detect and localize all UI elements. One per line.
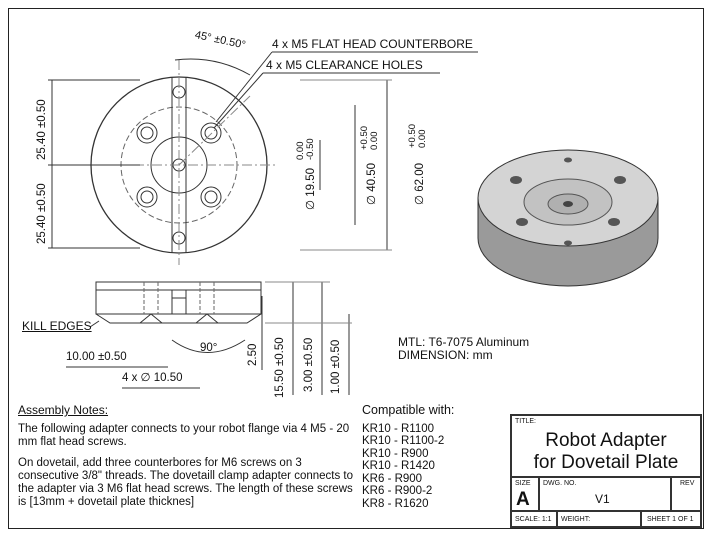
- assembly-note-2: On dovetail, add three counterbores for …: [18, 457, 354, 508]
- isometric-view: [477, 149, 659, 287]
- scale-cell: SCALE: 1:1: [511, 511, 557, 527]
- dim-1-00: 1.00 ±0.50: [330, 339, 342, 394]
- assembly-note-1: The following adapter connects to your r…: [18, 423, 350, 448]
- size-cell: SIZE A: [511, 477, 539, 511]
- dim-2-50: 2.50: [247, 343, 259, 366]
- dim-90-degree: 90°: [200, 342, 218, 354]
- drawing-sheet-border: [8, 8, 704, 529]
- list-item: KR10 - R1100-2: [362, 435, 445, 447]
- sheet-value: SHEET 1 OF 1: [647, 516, 694, 523]
- dim-d62-00: ∅ 62.00: [414, 163, 426, 205]
- assembly-notes-heading: Assembly Notes:: [18, 403, 109, 417]
- material-label: MTL: T6-7075 Aluminum: [398, 335, 530, 349]
- rev-cell: REV: [671, 477, 701, 511]
- title-cell: TITLE: Robot Adapter for Dovetail Plate: [511, 415, 701, 477]
- top-view: [80, 60, 278, 265]
- dwg-no-label: DWG. NO.: [543, 480, 577, 487]
- dim-25-40-lower: 25.40 ±0.50: [36, 183, 48, 244]
- scale-value: SCALE: 1:1: [515, 516, 552, 523]
- dwg-no-value: V1: [595, 492, 610, 506]
- drawing-title-line-1: Robot Adapter: [545, 430, 667, 451]
- list-item: KR6 - R900-2: [362, 485, 433, 497]
- dim-d40-50-tolerance: +0.50 0.00: [359, 125, 380, 150]
- dwg-no-cell: DWG. NO. V1: [539, 477, 671, 511]
- title-block: TITLE: Robot Adapter for Dovetail Plate …: [510, 414, 702, 528]
- compatible-list: Compatible with: KR10 - R1100 KR10 - R11…: [362, 404, 454, 510]
- drawing-title-line-2: for Dovetail Plate: [533, 452, 679, 473]
- list-item: KR10 - R1100: [362, 422, 435, 435]
- rev-label: REV: [680, 480, 695, 487]
- dim-d19-50-tolerance: 0.00 -0.50: [295, 138, 316, 160]
- list-item: KR8 - R1620: [362, 497, 429, 510]
- side-view: [95, 281, 262, 324]
- assembly-notes: Assembly Notes: The following adapter co…: [18, 404, 358, 517]
- list-item: KR6 - R900: [362, 472, 423, 485]
- list-item: KR10 - R900: [362, 447, 429, 460]
- counterbore-callout: 4 x M5 FLAT HEAD COUNTERBORE: [272, 37, 473, 51]
- weight-cell: WEIGHT:: [557, 511, 641, 527]
- size-value: A: [516, 489, 530, 510]
- title-label: TITLE:: [515, 418, 537, 425]
- dim-hole-diameter: 4 x ∅ 10.50: [122, 372, 183, 384]
- sheet-cell: SHEET 1 OF 1: [641, 511, 701, 527]
- clearance-holes-callout: 4 x M5 CLEARANCE HOLES: [266, 58, 423, 72]
- kill-edges-label: KILL EDGES: [22, 319, 92, 333]
- dimension-units-label: DIMENSION: mm: [398, 348, 493, 362]
- list-item: KR10 - R1420: [362, 460, 435, 472]
- dim-15-50: 15.50 ±0.50: [274, 337, 286, 398]
- dim-width-10-00: 10.00 ±0.50: [66, 351, 127, 363]
- dim-d19-50: ∅ 19.50: [305, 168, 317, 210]
- dim-d62-00-tolerance: +0.50 0.00: [407, 123, 428, 148]
- compatible-heading: Compatible with:: [362, 403, 455, 417]
- weight-label: WEIGHT:: [561, 516, 591, 523]
- dim-d40-50: ∅ 40.50: [366, 163, 378, 205]
- dim-3-00: 3.00 ±0.50: [303, 337, 315, 392]
- dim-25-40-upper: 25.40 ±0.50: [36, 99, 48, 160]
- size-label: SIZE: [515, 480, 531, 487]
